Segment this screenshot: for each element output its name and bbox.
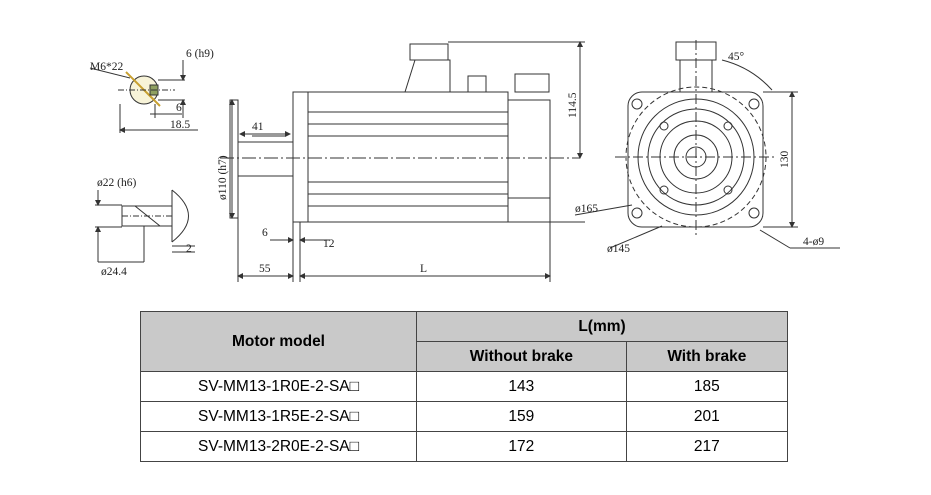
table-row: SV-MM13-2R0E-2-SA□ 172 217 [140, 431, 789, 462]
shaft-side-view [95, 189, 195, 263]
mount-holes-label: 4-ø9 [803, 236, 824, 248]
pilot-circle-label: ø145 [607, 243, 630, 255]
key-width-label: 6 (h9) [186, 48, 214, 60]
cell-with-brake: 185 [625, 371, 789, 402]
header-length: L(mm) [416, 311, 788, 342]
motor-front-view [574, 40, 840, 249]
shaft-diameter-label: ø22 (h6) [97, 177, 136, 189]
cell-model: SV-MM13-2R0E-2-SA□ [140, 431, 417, 462]
header-without-brake: Without brake [416, 341, 627, 372]
shaft-collar-label: ø24.4 [101, 266, 127, 278]
shaft-end-view [89, 60, 198, 133]
table-header-row: Motor model L(mm) [140, 311, 788, 372]
key-offset-label: 18.5 [170, 119, 190, 131]
spigot-label: ø110 (h7) [217, 155, 229, 200]
key-length-label: 41 [252, 121, 264, 133]
flange-square-label: 130 [779, 151, 791, 169]
shaft-length-label: 55 [259, 263, 271, 275]
body-length-label: L [420, 263, 427, 275]
cell-with-brake: 217 [625, 431, 789, 462]
key-depth-label: 6 [176, 102, 182, 114]
bolt-circle-label: ø165 [575, 203, 598, 215]
thread-label: M6*22 [90, 61, 123, 73]
table-row: SV-MM13-1R0E-2-SA□ 143 185 [140, 371, 789, 402]
cell-model: SV-MM13-1R0E-2-SA□ [140, 371, 417, 402]
spigot-length-label: 12 [323, 238, 335, 250]
cell-without-brake: 172 [416, 431, 627, 462]
motor-side-view [220, 41, 585, 282]
header-with-brake: With brake [625, 341, 789, 372]
motor-dimension-drawing: M6*22 6 (h9) 6 18.5 ø22 (h6) ø24.4 2 [89, 40, 840, 282]
cell-model: SV-MM13-1R5E-2-SA□ [140, 401, 417, 432]
motor-length-table: Motor model L(mm) Without brake With bra… [140, 311, 789, 462]
header-motor-model: Motor model [140, 311, 417, 372]
flange-thickness-label: 6 [262, 227, 268, 239]
table-subheader-row: Without brake With brake [141, 341, 789, 372]
table-row: SV-MM13-1R5E-2-SA□ 159 201 [140, 401, 789, 432]
cell-with-brake: 201 [625, 401, 789, 432]
angle-label: 45° [728, 51, 745, 63]
cell-without-brake: 143 [416, 371, 627, 402]
shaft-step-label: 2 [186, 243, 192, 255]
height-label: 114.5 [567, 92, 579, 118]
cell-without-brake: 159 [416, 401, 627, 432]
